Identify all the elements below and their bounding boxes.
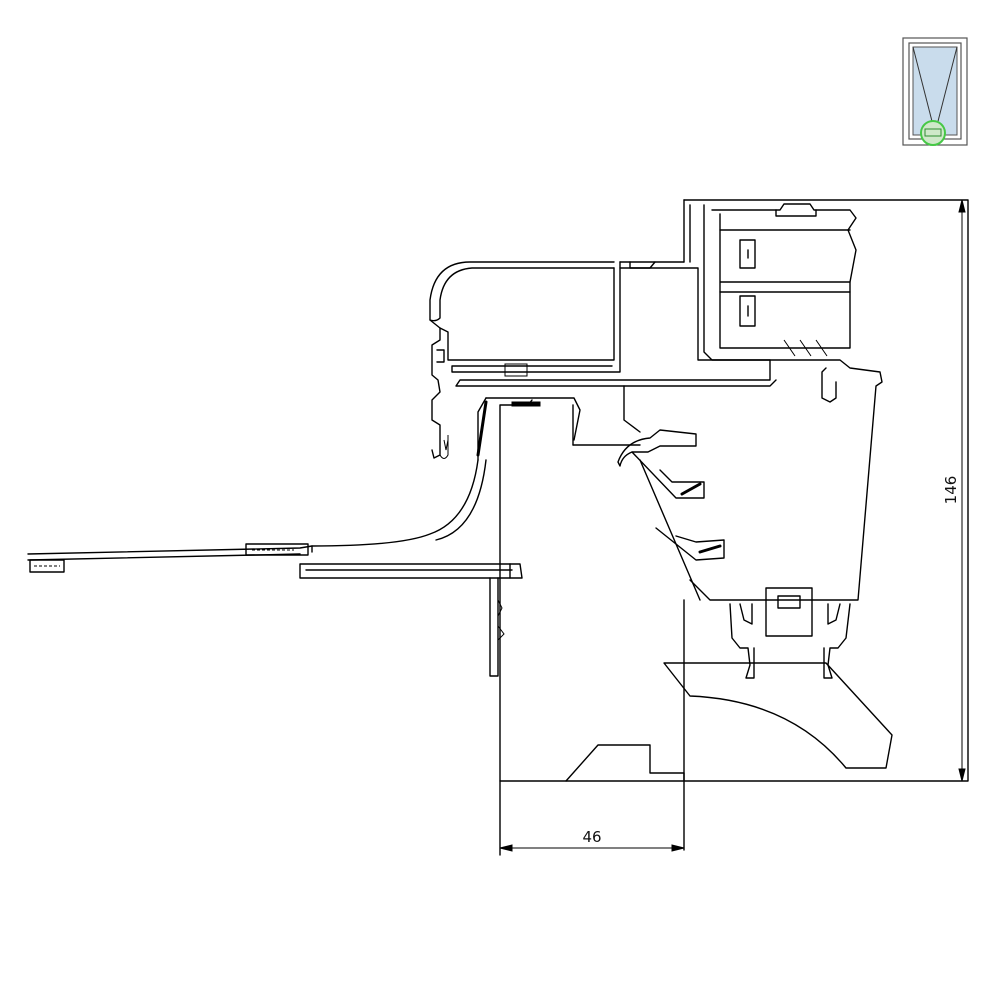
outer-frame-profile	[499, 199, 969, 782]
hardware-hooks	[617, 429, 725, 601]
dimension-width: 46	[499, 828, 685, 852]
sill-wedge	[499, 599, 893, 856]
window-tilt-icon[interactable]	[902, 37, 968, 146]
dimension-width-label: 46	[582, 828, 601, 846]
dimension-height-label: 146	[942, 476, 960, 505]
left-flashing	[27, 459, 523, 677]
dimension-height: 146	[900, 199, 968, 782]
section-marker-circle	[920, 120, 946, 146]
bottom-locking-hardware	[729, 587, 851, 679]
sash-profile	[429, 261, 777, 459]
glazing-bead	[689, 203, 883, 601]
glazing-channel	[476, 385, 641, 461]
